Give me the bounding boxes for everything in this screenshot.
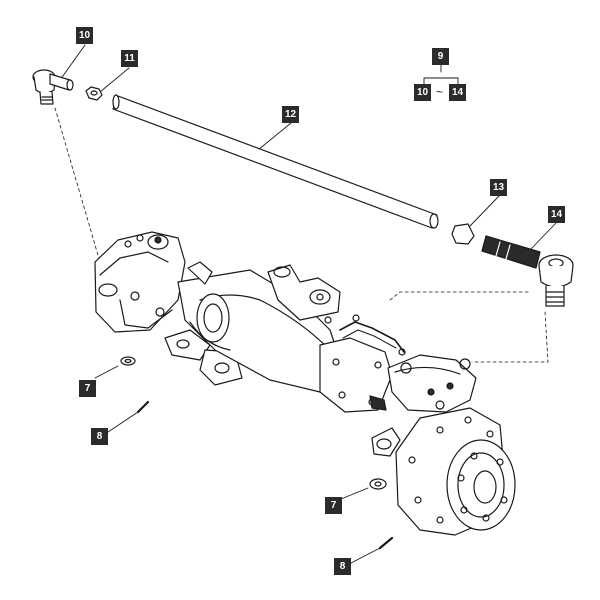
pin-left — [136, 400, 150, 414]
tie-rod-end-right — [481, 235, 574, 307]
pin-bottom — [378, 536, 394, 550]
assembly-dashed-lines — [54, 107, 549, 363]
callout-9: 9 — [432, 48, 449, 65]
nut-left — [85, 86, 103, 101]
callout-11: 11 — [121, 50, 138, 67]
callout-8-bottom: 8 — [334, 558, 351, 575]
callout-14: 14 — [548, 206, 565, 223]
callout-9-range-end: 14 — [449, 84, 466, 101]
tie-rod-end-left — [32, 69, 74, 105]
leader-lines — [59, 44, 557, 564]
washer-left — [120, 356, 136, 366]
callout-9-range-separator: ~ — [436, 85, 444, 99]
nut-right — [451, 223, 475, 245]
axle-housing — [94, 231, 516, 536]
callout-10: 10 — [76, 27, 93, 44]
tie-rod — [112, 94, 439, 229]
callout-12: 12 — [282, 106, 299, 123]
callout-7-bottom: 7 — [325, 497, 342, 514]
callout-9-range-start: 10 — [414, 84, 431, 101]
callout-7-left: 7 — [79, 380, 96, 397]
callout-13: 13 — [490, 179, 507, 196]
washer-bottom — [369, 478, 387, 490]
callout-8-left: 8 — [91, 428, 108, 445]
